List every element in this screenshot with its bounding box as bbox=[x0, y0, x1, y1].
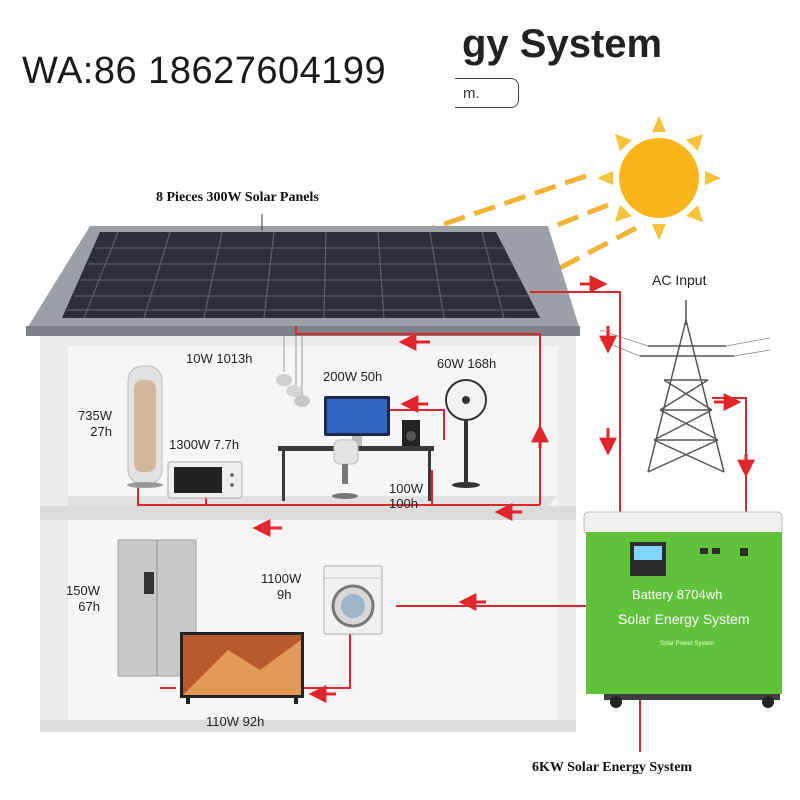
battery-capacity-label: Battery 8704wh bbox=[632, 587, 723, 602]
lamp-label: 10W 1013h bbox=[186, 351, 253, 366]
fan-label: 60W 168h bbox=[437, 356, 497, 371]
computer-monitor-icon bbox=[324, 396, 390, 446]
power-tower-icon bbox=[599, 300, 771, 473]
solar-energy-system-box bbox=[583, 511, 783, 708]
solar-panels-label: 8 Pieces 300W Solar Panels bbox=[156, 190, 319, 205]
microwave-label: 1300W 7.7h bbox=[169, 437, 240, 452]
washer-hours-label: 9h bbox=[277, 587, 292, 602]
washer-power-label: 1100W bbox=[261, 571, 302, 586]
page-title-fragment: gy System bbox=[462, 22, 663, 66]
speaker-hours-label: 100h bbox=[389, 496, 418, 511]
subtitle-fragment: m. bbox=[455, 78, 519, 108]
system-box-name: Solar Energy System bbox=[618, 611, 750, 627]
watermark-text: WA:86 18627604199 bbox=[22, 50, 387, 92]
pendant-lamp-icon bbox=[276, 336, 310, 407]
floor-slab bbox=[40, 506, 576, 520]
computer-label: 200W 50h bbox=[323, 369, 383, 384]
arrows bbox=[252, 275, 755, 703]
refrigerator-icon bbox=[117, 539, 197, 677]
speaker-icon bbox=[402, 420, 420, 446]
speaker-power-label: 100W bbox=[389, 481, 423, 496]
washing-machine-icon bbox=[323, 565, 383, 635]
air-cooler-icon bbox=[127, 365, 163, 488]
air-cooler-hours-label: 27h bbox=[90, 424, 112, 439]
system-label: 6KW Solar Energy System bbox=[532, 760, 693, 775]
tv-label: 110W 92h bbox=[206, 714, 265, 729]
microwave-icon bbox=[167, 461, 243, 499]
air-cooler-power-label: 735W bbox=[78, 408, 112, 423]
office-chair-icon bbox=[332, 439, 359, 499]
solar-panel-array bbox=[62, 214, 540, 319]
sun-icon bbox=[597, 116, 721, 240]
system-box-small-text: Solar Power System bbox=[660, 641, 715, 647]
fridge-hours-label: 67h bbox=[78, 599, 100, 614]
television-icon bbox=[180, 632, 304, 704]
ac-input-label: AC Input bbox=[652, 272, 707, 288]
standing-fan-icon bbox=[445, 379, 487, 488]
fridge-power-label: 150W bbox=[66, 583, 100, 598]
